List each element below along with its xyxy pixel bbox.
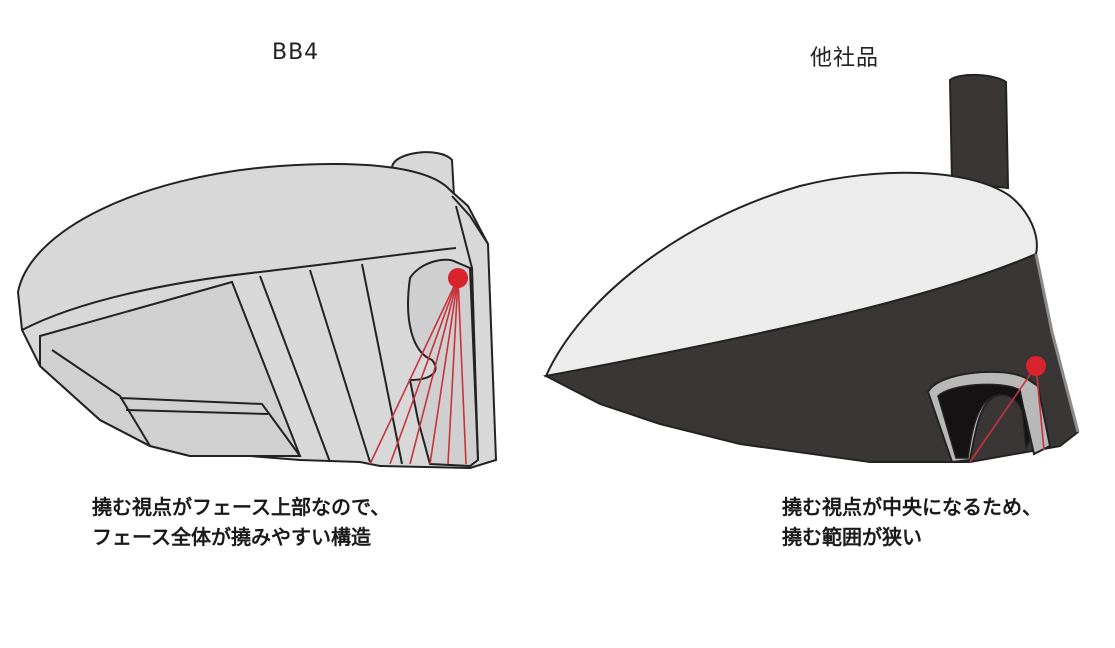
panel-competitor: 他社品 撓む視点が中央になるため、 撓む範囲が狭い <box>540 0 1115 648</box>
bb4-face-rib-1 <box>259 275 331 463</box>
bb4-club-head-illustration <box>16 151 498 470</box>
competitor-heel-edge <box>1034 253 1080 433</box>
bb4-sole-step <box>119 397 301 457</box>
panel-title-bb4: BB4 <box>272 40 320 65</box>
caption-competitor-line-1: 撓む視点が中央になるため、 <box>782 495 1042 519</box>
caption-competitor: 撓む視点が中央になるため、 撓む範囲が狭い <box>782 492 1042 552</box>
competitor-club-head-illustration <box>542 74 1080 464</box>
caption-competitor-line-2: 撓む範囲が狭い <box>782 525 922 549</box>
bb4-heel-edge-2 <box>455 205 479 461</box>
bb4-heel-edge <box>451 195 489 245</box>
competitor-shaft <box>948 74 1010 190</box>
bb4-flex-lines <box>369 277 467 465</box>
bb4-face-rib-2 <box>309 269 371 463</box>
caption-bb4-line-2: フェース全体が撓みやすい構造 <box>92 525 371 549</box>
bb4-face-plate <box>407 258 480 468</box>
competitor-flex-lines <box>969 365 1045 463</box>
caption-bb4: 撓む視点がフェース上部なので、 フェース全体が撓みやすい構造 <box>92 492 390 552</box>
bb4-toe-facet-line <box>51 349 151 447</box>
bb4-crown-edge <box>21 247 457 331</box>
panel-bb4: BB4 撓む視点がフェース上部なので、 <box>16 40 498 552</box>
bb4-flex-point <box>448 268 468 288</box>
bb4-face-rib-3 <box>361 263 403 465</box>
bb4-sole-step-2 <box>125 409 269 415</box>
panel-title-competitor: 他社品 <box>810 46 880 71</box>
caption-bb4-line-1: 撓む視点がフェース上部なので、 <box>92 495 391 519</box>
competitor-flex-point <box>1026 356 1046 376</box>
